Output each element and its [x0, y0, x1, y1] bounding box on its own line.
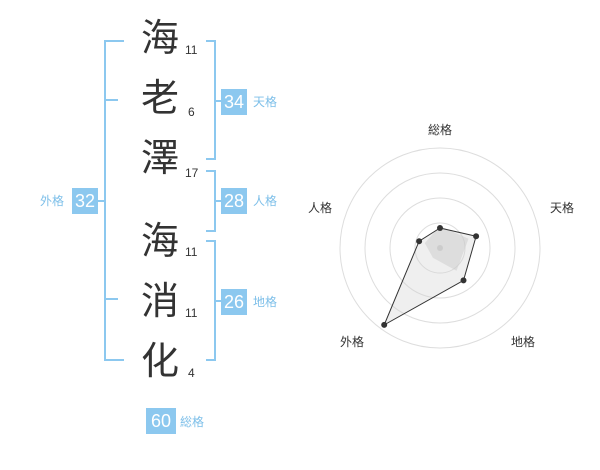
radar-point-4: [381, 321, 388, 328]
radar-axis-label-soukaku: 総格: [428, 123, 453, 137]
jinkaku-label: 人格: [253, 194, 278, 208]
gaikaku-value: 32: [72, 188, 98, 214]
radar-rings: [339, 147, 541, 349]
stroke-count-5: 11: [185, 306, 198, 320]
jinkaku-bracket-bottom: [206, 230, 216, 232]
radar-axis-label-gaikaku: 外格: [340, 335, 365, 349]
soukaku-value: 60: [146, 408, 176, 434]
name-char-5: 消: [140, 279, 179, 323]
chikaku-bracket-bottom: [206, 359, 216, 361]
radar-series-polygon: [383, 227, 477, 327]
chikaku-value: 26: [221, 289, 247, 315]
gaikaku-bracket-top: [104, 40, 124, 42]
jinkaku-bracket-connector: [214, 200, 222, 202]
chikaku-bracket-connector: [214, 300, 222, 302]
gaikaku-label: 外格: [40, 194, 65, 208]
chikaku-label: 地格: [253, 295, 278, 309]
radar-ring-3: [364, 172, 516, 324]
radar-inner-area: [424, 226, 469, 271]
stroke-count-4: 11: [185, 245, 198, 259]
stroke-count-3: 17: [185, 166, 199, 180]
jinkaku-value: 28: [221, 188, 247, 214]
radar-points: [381, 225, 480, 328]
tenkaku-bracket-top: [206, 40, 216, 42]
radar-axis-label-jinkaku: 人格: [308, 201, 333, 215]
name-char-4: 海: [140, 219, 179, 263]
tenkaku-label: 天格: [253, 95, 278, 109]
name-char-6: 化: [140, 339, 179, 383]
stroke-count-2: 6: [188, 105, 195, 119]
radar-axis-label-chikaku: 地格: [511, 335, 536, 349]
radar-ring-2: [389, 197, 491, 299]
name-char-2: 老: [140, 76, 179, 120]
radar-axis-label-tenkaku: 天格: [550, 201, 575, 215]
tenkaku-value: 34: [221, 89, 247, 115]
stroke-count-6: 4: [188, 366, 195, 380]
name-char-3: 澤: [140, 136, 179, 180]
gaikaku-bracket-connector: [98, 200, 106, 202]
gaikaku-bracket-bottom: [104, 359, 124, 361]
radar-point-2: [473, 233, 480, 240]
radar-point-3: [460, 277, 467, 284]
tenkaku-bracket-connector: [214, 100, 222, 102]
soukaku-label: 総格: [180, 415, 205, 429]
gaikaku-bracket-tick-2: [104, 298, 118, 300]
jinkaku-bracket-top: [206, 170, 216, 172]
radar-point-5: [416, 238, 423, 245]
stroke-count-1: 11: [185, 43, 198, 57]
tenkaku-bracket-bottom: [206, 158, 216, 160]
gaikaku-bracket-tick-1: [104, 99, 118, 101]
name-char-1: 海: [140, 16, 179, 60]
radar-center-point: [437, 245, 443, 251]
chikaku-bracket-top: [206, 240, 216, 242]
radar-ring-4: [339, 147, 541, 349]
radar-polygons: [383, 226, 477, 327]
radar-point-1: [437, 225, 443, 231]
